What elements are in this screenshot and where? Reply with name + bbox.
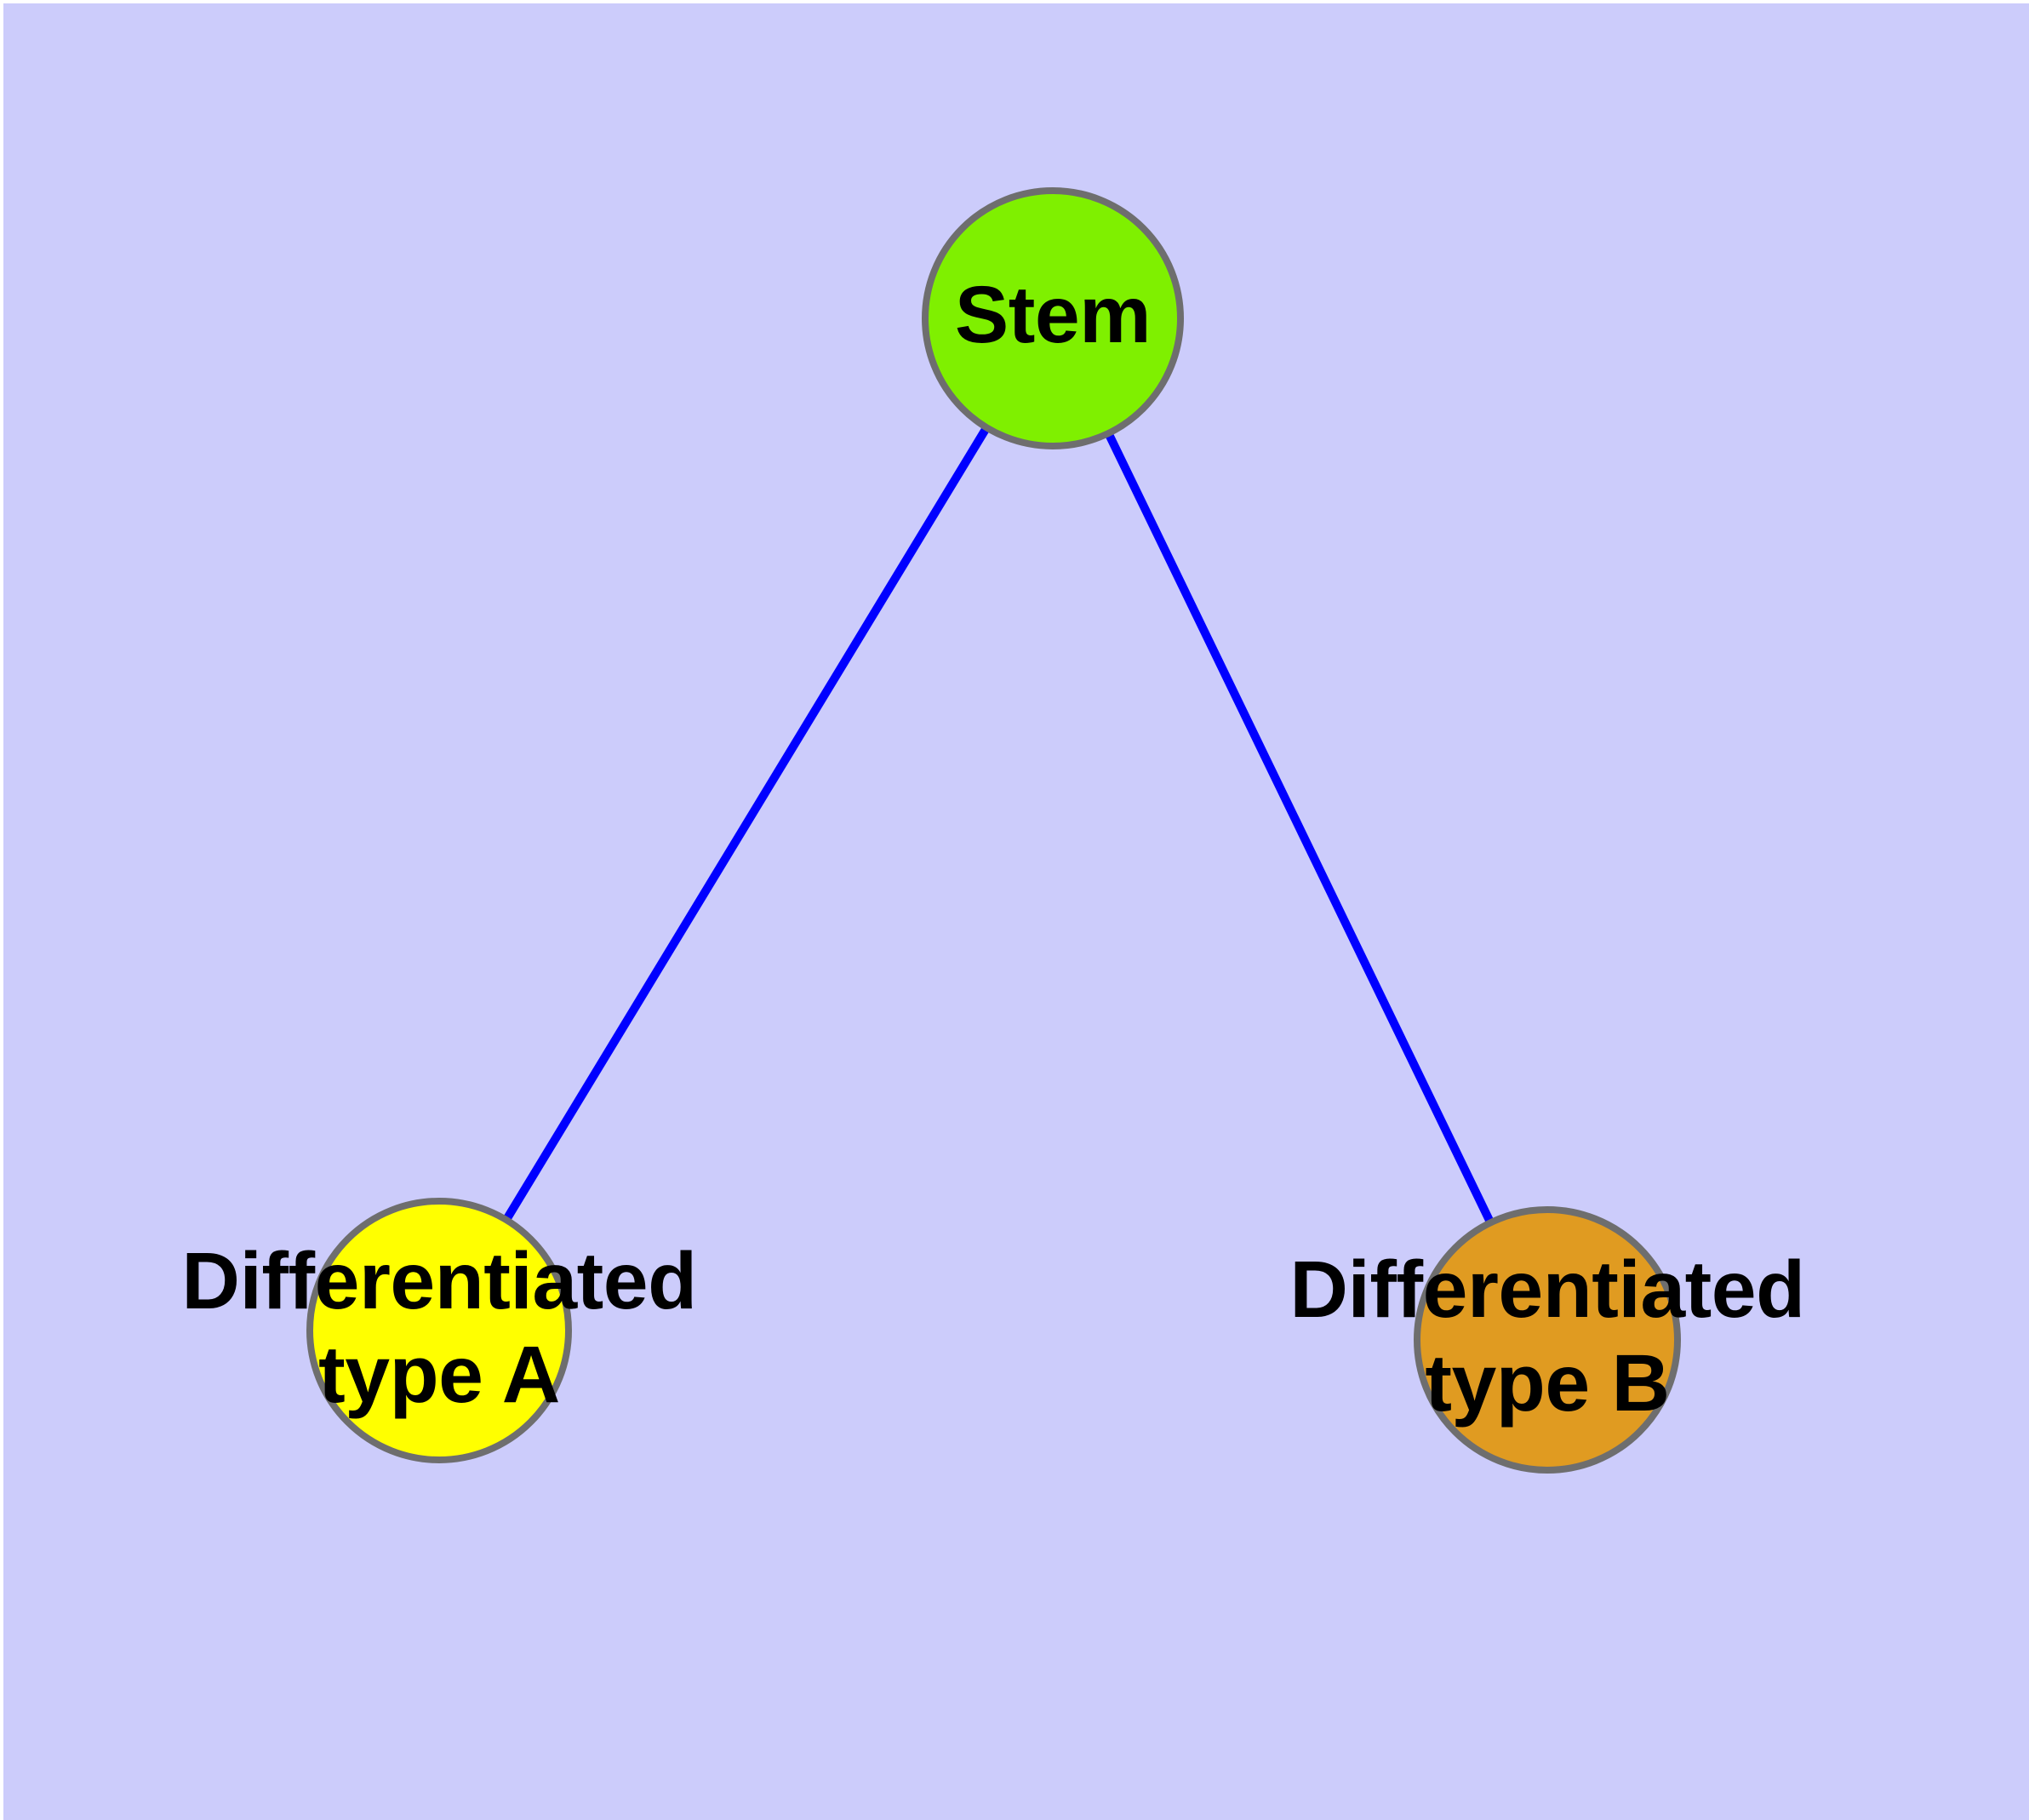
node-layer — [306, 187, 1681, 1474]
node-stem[interactable] — [922, 187, 1184, 449]
edge-stem-to-differentiated-type-a[interactable] — [435, 316, 1057, 1333]
node-differentiated-type-b[interactable] — [1414, 1206, 1681, 1474]
edge-layer — [435, 316, 1552, 1342]
node-differentiated-type-a[interactable] — [306, 1198, 572, 1463]
edge-stem-to-differentiated-type-b[interactable] — [1049, 316, 1552, 1342]
